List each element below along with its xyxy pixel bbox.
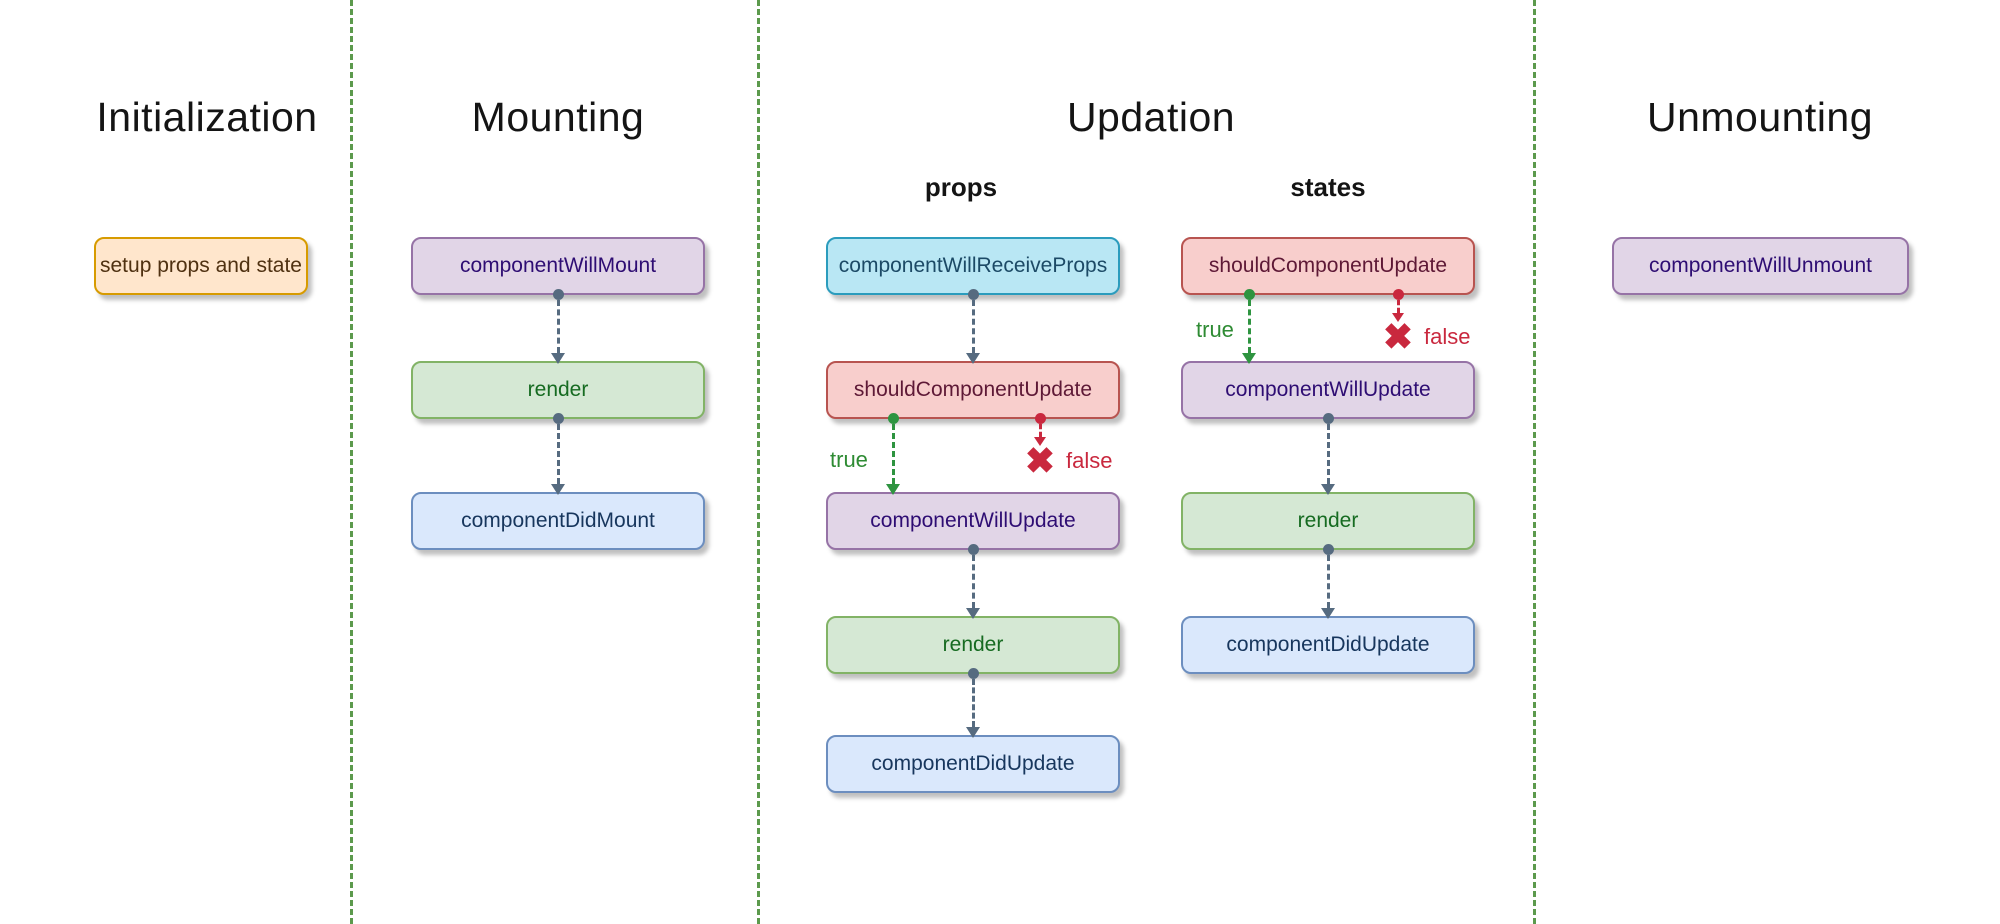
arrow-props-will-update-to-render xyxy=(965,544,981,619)
branch-label-false: false xyxy=(1424,324,1471,349)
column-divider xyxy=(350,0,353,924)
arrowhead-icon xyxy=(1321,484,1335,495)
false-x-icon: ✖ xyxy=(1382,316,1414,357)
node-mounting-render: render xyxy=(411,361,705,419)
arrow-dashed-line xyxy=(1326,555,1330,608)
arrowhead-icon xyxy=(1034,437,1046,446)
node-states-component-did-update: componentDidUpdate xyxy=(1181,616,1475,674)
arrow-props-true-branch xyxy=(885,413,901,495)
arrowhead-icon xyxy=(966,608,980,619)
arrow-props-false-branch xyxy=(1032,413,1048,446)
column-divider xyxy=(757,0,760,924)
arrow-render-to-did-mount xyxy=(550,413,566,495)
arrow-props-render-to-did-update xyxy=(965,668,981,738)
node-states-component-will-update: componentWillUpdate xyxy=(1181,361,1475,419)
false-x-icon: ✖ xyxy=(1024,440,1056,481)
arrow-states-render-to-did-update xyxy=(1320,544,1336,619)
subcolumn-label-props: props xyxy=(924,172,998,202)
arrow-source-dot xyxy=(967,544,979,555)
arrow-dashed-line xyxy=(891,424,895,484)
arrow-dashed-line xyxy=(971,555,975,608)
node-props-render: render xyxy=(826,616,1120,674)
section-title-mounting: Mounting xyxy=(471,94,645,140)
arrow-source-dot xyxy=(1322,413,1334,424)
arrow-dashed-line xyxy=(556,424,560,484)
arrowhead-icon xyxy=(966,353,980,364)
arrow-source-dot xyxy=(1392,289,1404,300)
node-component-will-unmount: componentWillUnmount xyxy=(1612,237,1909,295)
branch-label-true: true xyxy=(1196,317,1234,342)
arrowhead-icon xyxy=(1392,313,1404,322)
arrow-states-true-branch xyxy=(1241,289,1257,364)
arrow-source-dot xyxy=(967,668,979,679)
arrow-dashed-line xyxy=(1038,424,1042,437)
arrow-states-false-branch xyxy=(1390,289,1406,322)
node-setup-props-and-state: setup props and state xyxy=(94,237,308,295)
section-title-updation: Updation xyxy=(1066,94,1236,140)
arrow-source-dot xyxy=(552,413,564,424)
section-title-initialization: Initialization xyxy=(96,94,318,140)
arrow-dashed-line xyxy=(556,300,560,353)
arrow-source-dot xyxy=(1322,544,1334,555)
arrow-source-dot xyxy=(1034,413,1046,424)
arrow-receive-props-to-should-update xyxy=(965,289,981,364)
arrow-will-mount-to-render xyxy=(550,289,566,364)
arrowhead-icon xyxy=(886,484,900,495)
subcolumn-label-states: states xyxy=(1290,172,1366,202)
branch-label-true: true xyxy=(830,447,868,472)
arrow-dashed-line xyxy=(1396,300,1400,313)
section-title-unmounting: Unmounting xyxy=(1646,94,1874,140)
arrow-dashed-line xyxy=(971,679,975,727)
arrowhead-icon xyxy=(1242,353,1256,364)
node-props-should-component-update: shouldComponentUpdate xyxy=(826,361,1120,419)
arrow-source-dot xyxy=(887,413,899,424)
arrow-source-dot xyxy=(967,289,979,300)
node-props-component-did-update: componentDidUpdate xyxy=(826,735,1120,793)
arrowhead-icon xyxy=(966,727,980,738)
arrow-dashed-line xyxy=(1326,424,1330,484)
arrow-dashed-line xyxy=(971,300,975,353)
node-component-will-receive-props: componentWillReceiveProps xyxy=(826,237,1120,295)
node-component-will-mount: componentWillMount xyxy=(411,237,705,295)
arrow-states-will-update-to-render xyxy=(1320,413,1336,495)
arrowhead-icon xyxy=(551,484,565,495)
arrowhead-icon xyxy=(1321,608,1335,619)
arrowhead-icon xyxy=(551,353,565,364)
arrow-source-dot xyxy=(1243,289,1255,300)
node-states-should-component-update: shouldComponentUpdate xyxy=(1181,237,1475,295)
arrow-dashed-line xyxy=(1247,300,1251,353)
node-states-render: render xyxy=(1181,492,1475,550)
branch-label-false: false xyxy=(1066,448,1113,473)
node-props-component-will-update: componentWillUpdate xyxy=(826,492,1120,550)
column-divider xyxy=(1533,0,1536,924)
node-component-did-mount: componentDidMount xyxy=(411,492,705,550)
arrow-source-dot xyxy=(552,289,564,300)
